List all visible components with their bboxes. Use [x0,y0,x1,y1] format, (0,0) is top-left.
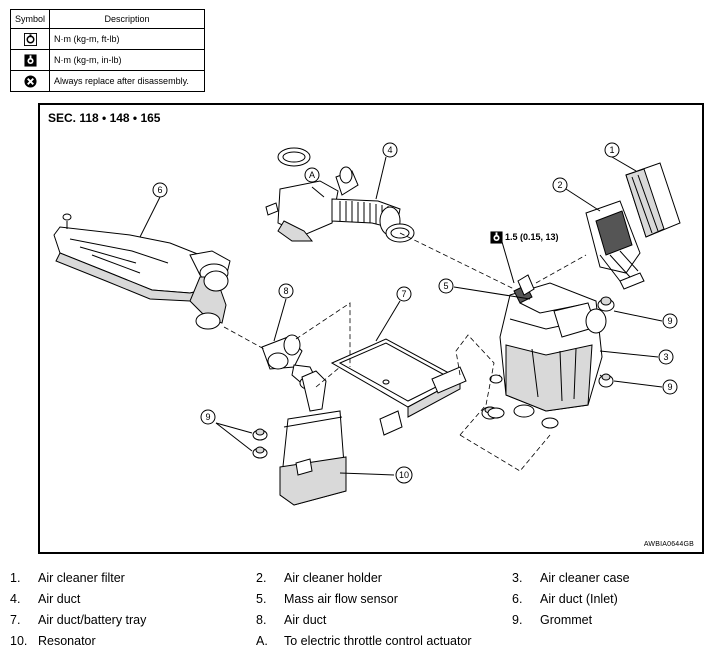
leader-lines [139,156,663,476]
symbol-header: Symbol [9,9,51,29]
callout-5: 5 [438,278,454,294]
air-duct-part [265,147,415,243]
callout-7: 7 [396,286,412,302]
torque-wrench-small-icon [23,53,37,67]
svg-text:10: 10 [399,470,409,480]
diagram-frame: .ln { fill: none; stroke: #000; stroke-w… [38,103,704,554]
torque-wrench-icon [23,32,37,46]
callout-6: 6 [152,182,168,198]
callout-2: 2 [552,177,568,193]
svg-text:8: 8 [283,286,288,296]
resonator-part [279,370,347,506]
svg-text:A: A [309,170,315,180]
callout-8: 8 [278,283,294,299]
symbol-desc-2: N·m (kg-m, in-lb) [49,49,205,71]
svg-text:9: 9 [667,382,672,392]
callout-9-b: 9 [662,379,678,395]
battery-tray-part [330,338,505,436]
svg-text:7: 7 [401,289,406,299]
symbol-desc-1: N·m (kg-m, ft-lb) [49,28,205,50]
svg-text:9: 9 [667,316,672,326]
callout-10: 10 [395,466,413,484]
exploded-view-drawing: .ln { fill: none; stroke: #000; stroke-w… [53,142,681,506]
assembly-lines [223,232,587,472]
torque-value: 1.5 (0.15, 13) [505,231,559,242]
torque-spec: 1.5 (0.15, 13) [490,231,559,244]
symbol-desc-3: Always replace after disassembly. [49,70,205,92]
callout-A: A [304,167,320,183]
air-cleaner-holder-part [585,200,645,290]
air-cleaner-case-part [489,282,609,429]
callout-4: 4 [382,142,398,158]
svg-text:9: 9 [205,412,210,422]
torque-wrench-small-icon [490,231,503,244]
svg-text:5: 5 [443,281,448,291]
svg-text:3: 3 [663,352,668,362]
svg-text:6: 6 [157,185,162,195]
description-header: Description [49,9,205,29]
svg-text:2: 2 [557,180,562,190]
air-duct-inlet-part [53,213,231,330]
callout-9-c: 9 [200,409,216,425]
air-cleaner-filter-part [625,162,681,238]
symbol-table: Symbol Description N·m (kg-m, ft-lb) N·m… [9,9,205,92]
callout-3: 3 [658,349,674,365]
figure-code: AWBIA0644GB [643,541,694,548]
section-title: SEC. 118 • 148 • 165 [48,111,161,125]
svg-text:4: 4 [387,145,392,155]
svg-text:1: 1 [609,145,614,155]
always-replace-icon [23,74,37,88]
callout-9-a: 9 [662,313,678,329]
callout-1: 1 [604,142,620,158]
